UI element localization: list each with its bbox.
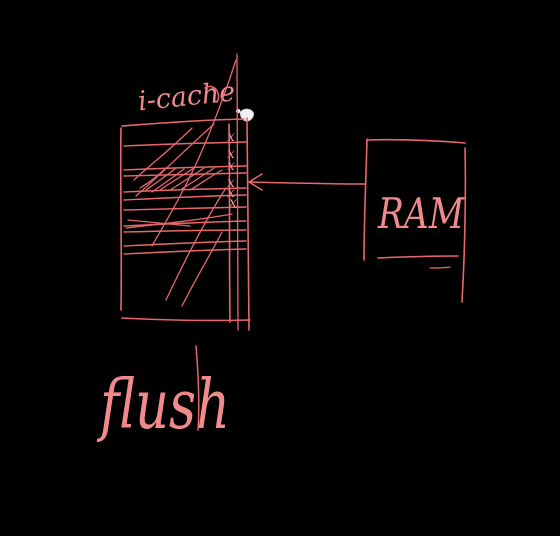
cache-title-label: i-cache [137,76,237,117]
hatch-stroke [139,167,167,189]
cache-line [123,165,247,171]
ram-box-bottom-edge [377,255,459,259]
invalid-mark: x [227,129,235,145]
hatch-stroke [135,123,215,197]
cache-lines [123,141,247,255]
invalid-mark: x [227,185,235,201]
cache-line [123,240,247,247]
cache-line [123,229,247,233]
ram-to-cache-arrow-head [248,173,263,191]
hatch-stroke [169,167,205,191]
hatch-stroke [151,59,237,247]
hatch-stroke [189,169,223,191]
ram-box-tick [429,266,451,269]
hatch-stroke [127,219,191,227]
hatch-stroke [159,167,195,191]
cache-right-edge [246,117,250,331]
cache-line [123,206,247,211]
hatch-stroke [125,213,233,229]
invalid-mark: x [227,175,235,191]
ram-box-right-edge [461,147,467,303]
invalid-mark: x [229,195,237,211]
invalid-mark: x [227,146,235,162]
flush-label: flush [96,366,230,445]
ram-label: RAM [377,189,465,238]
cache-line [123,220,247,227]
hatch-stroke [179,167,215,191]
valid-bit-marks: x x x x x x [227,129,237,211]
cache-hatching [125,59,237,307]
flush-label-ascender [195,345,200,431]
cache-title-flourish [204,85,220,103]
ram-box-left-edge [363,138,368,261]
cache-top-edge [121,118,245,127]
cache-line [123,194,247,201]
cache-bottom-edge [121,317,251,322]
invalid-mark: x [227,158,235,174]
cache-line [123,187,247,193]
hatch-stroke [151,168,185,193]
cache-line [123,248,247,255]
hatch-stroke [165,187,227,301]
valid-bit-column-divider [228,123,231,323]
ram-box-top-edge [367,138,466,144]
hatch-stroke [133,127,193,181]
hatch-stroke [181,231,223,307]
hatch-stroke [145,167,177,191]
cache-line [123,141,247,147]
ram-to-cache-arrow-shaft [249,181,366,185]
valid-bit-column-inner [236,53,239,331]
cache-left-edge [119,127,123,311]
